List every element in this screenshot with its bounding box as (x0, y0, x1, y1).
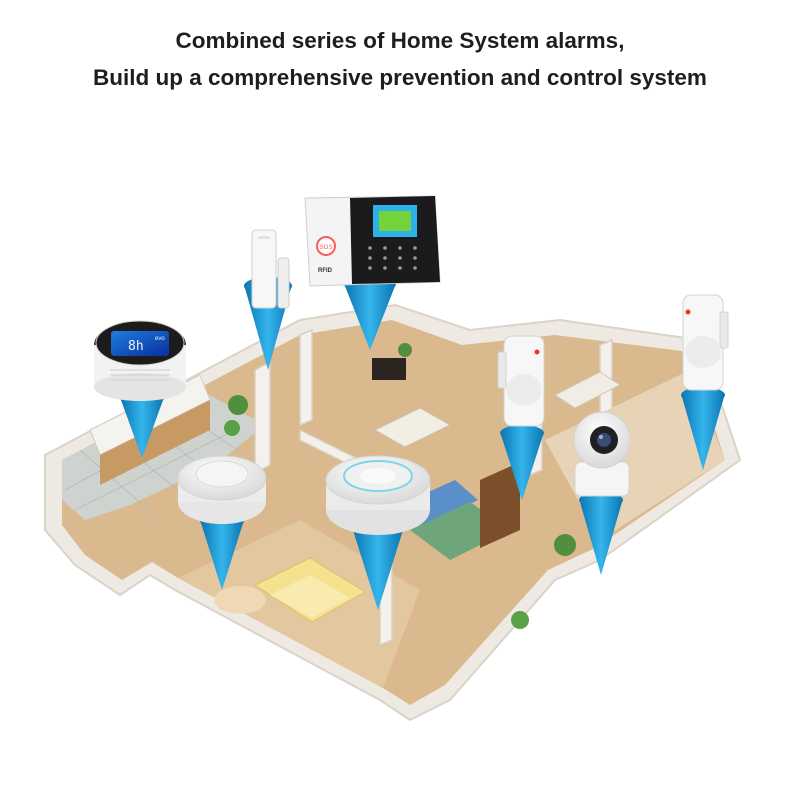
kitchen-counter-front (100, 400, 210, 485)
piano (372, 358, 406, 380)
pin-pir-sensor-right (681, 387, 725, 470)
right-room-cabinet (554, 371, 621, 409)
alarm-panel-icon: SOS RFID (304, 195, 441, 287)
pin-pir-sensor-center (500, 425, 544, 500)
gas-vents (110, 369, 170, 381)
smoke-detector-icon (177, 455, 267, 524)
headline: Combined series of Home System alarms, B… (0, 22, 800, 96)
dining-table (373, 407, 452, 448)
bedroom-rug (214, 586, 266, 614)
headline-line-1: Combined series of Home System alarms, (175, 28, 625, 53)
headline-line-2: Build up a comprehensive prevention and … (93, 65, 707, 90)
sos-button (316, 236, 336, 256)
ip-camera-icon (573, 411, 631, 497)
plants (224, 343, 576, 629)
pir-sensor-icon (497, 335, 545, 427)
door-sensor-icon (251, 229, 290, 309)
kitchen-floor (62, 390, 265, 520)
sos-label: SOS (320, 245, 333, 251)
pir-sensor-icon (682, 294, 729, 391)
wood-cabinet (480, 462, 520, 548)
gas-display-unit: evo (155, 336, 165, 342)
rfid-label: RFID (318, 268, 333, 274)
gas-display-value: 8h (128, 339, 144, 354)
bed-blanket (270, 575, 350, 618)
gas-detector-icon: 8h evo (94, 320, 186, 401)
smoke-detector-icon (325, 455, 431, 535)
